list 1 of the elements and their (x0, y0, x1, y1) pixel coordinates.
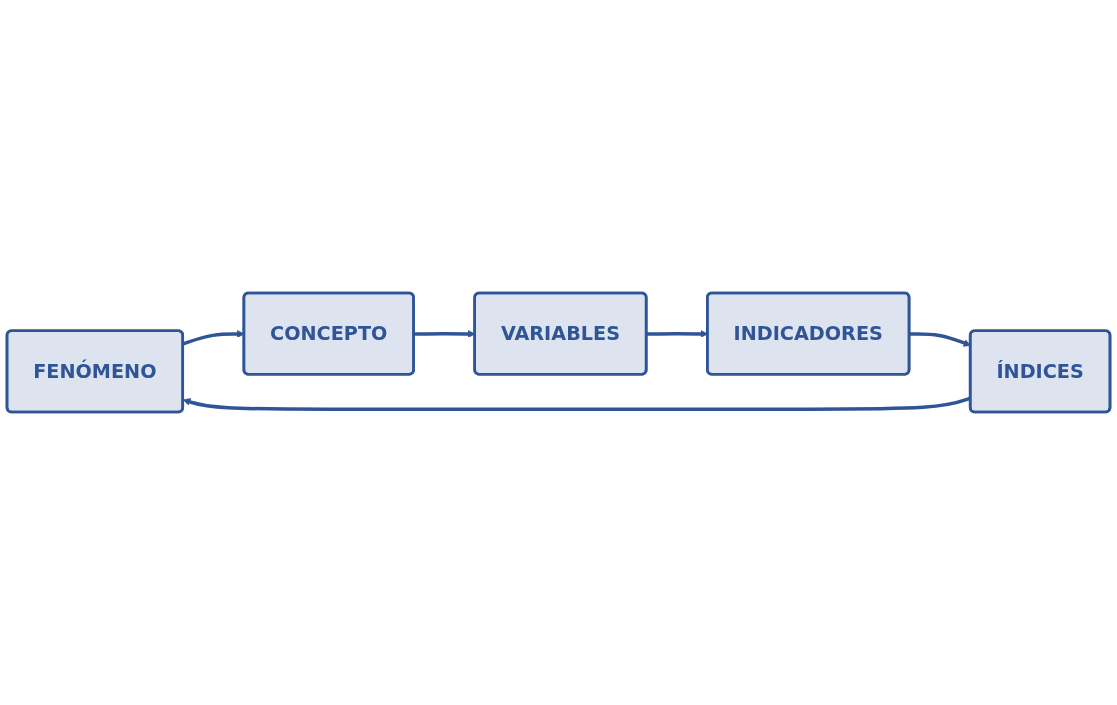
arrow (909, 332, 971, 347)
